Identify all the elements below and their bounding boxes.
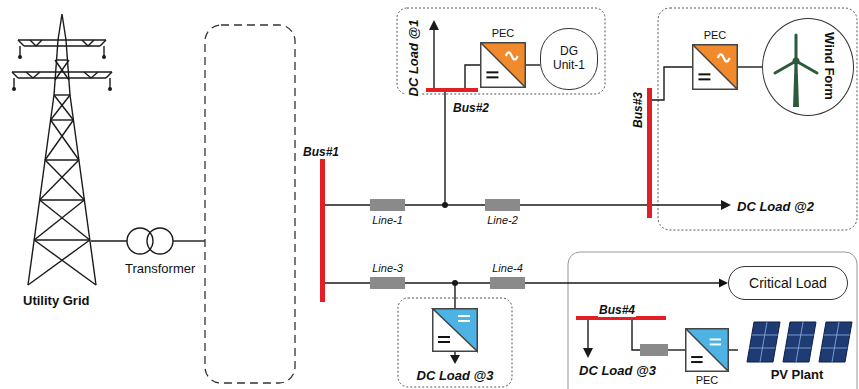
connector xyxy=(525,279,728,288)
generator-unit: DG Unit-1 xyxy=(540,28,598,90)
connector-line xyxy=(738,66,762,67)
connector-line xyxy=(405,204,485,205)
label-holder: DC Load @3 xyxy=(416,366,495,384)
dotted-group xyxy=(658,8,857,230)
arrowheads xyxy=(429,20,731,364)
connector xyxy=(405,283,490,284)
load-box: Critical Load xyxy=(728,266,848,300)
connector-line xyxy=(729,349,738,350)
connector xyxy=(405,205,485,206)
dc-dc-converter xyxy=(433,309,478,352)
bus-bars xyxy=(320,88,666,320)
load-label: DC Load @1 xyxy=(406,19,421,98)
ac-converter: PEC xyxy=(480,42,526,88)
converter-symbol xyxy=(692,44,738,90)
node-text: Line-3 xyxy=(372,262,403,275)
bus-label: Bus#1 xyxy=(302,145,340,159)
transformer-symbol xyxy=(91,228,205,254)
transmission-tower xyxy=(12,14,112,285)
bus-label: Bus#2 xyxy=(452,101,490,115)
load-label: DC Load @2 xyxy=(736,199,815,214)
arrowhead xyxy=(719,279,728,288)
node-text: PEC xyxy=(704,29,727,42)
connector xyxy=(729,350,738,351)
connector-line xyxy=(405,282,490,283)
converter-symbol xyxy=(685,328,729,372)
label-holder: DC Load @1 xyxy=(404,19,422,98)
connector-line xyxy=(526,64,540,65)
wind-turbine-icon xyxy=(763,19,855,117)
bus-label: Bus#4 xyxy=(598,303,636,317)
label-holder: Bus#3 xyxy=(628,91,646,129)
node-text: Line-2 xyxy=(487,214,518,227)
junction-dots xyxy=(442,202,458,286)
node-text: PV Plant xyxy=(771,368,824,383)
connector-line xyxy=(525,282,720,283)
load-label: DC Load @3 xyxy=(578,363,657,378)
dashed-enclosure xyxy=(205,25,295,383)
line-impedance: Line-2 xyxy=(485,199,520,211)
ac-converter: PEC xyxy=(692,44,738,90)
connector xyxy=(738,67,762,68)
node-text: Wind Form xyxy=(822,32,837,100)
load-label: DC Load @3 xyxy=(416,368,495,383)
grid-label: Utility Grid xyxy=(22,293,90,308)
dotted-group xyxy=(397,8,605,94)
label-holder: Transformer xyxy=(124,259,196,277)
node-text: Critical Load xyxy=(749,275,827,291)
label-holder: Bus#2 xyxy=(452,98,490,116)
label-holder: Utility Grid xyxy=(22,291,90,309)
insulators xyxy=(12,55,112,91)
label-holder: Bus#4 xyxy=(598,300,636,318)
dc-converter: PEC xyxy=(685,328,729,372)
transformer-label: Transformer xyxy=(124,261,196,276)
node-text: PEC xyxy=(492,27,515,40)
line-impedance: Line-1 xyxy=(370,199,405,211)
label-holder: DC Load @2 xyxy=(736,197,815,215)
line-impedance: Line-3 xyxy=(370,277,405,289)
label-holder: DC Load @3 xyxy=(578,361,657,379)
connector xyxy=(526,65,540,66)
bus-label: Bus#3 xyxy=(631,91,645,129)
node-text: Line-4 xyxy=(492,262,523,275)
node-text: PEC xyxy=(696,374,719,387)
wires xyxy=(325,29,722,357)
group-outline xyxy=(568,252,857,389)
pv-plant: PV Plant xyxy=(738,318,856,386)
label-holder: Bus#1 xyxy=(302,142,340,160)
node-text: Line-1 xyxy=(372,214,403,227)
line-impedance: Line-4 xyxy=(490,277,525,289)
converter-symbol xyxy=(480,42,526,88)
node-text: DG Unit-1 xyxy=(547,45,591,73)
wind-farm-circle: Wind Form xyxy=(762,18,854,116)
dotted-group xyxy=(398,298,512,387)
line-impedance xyxy=(640,344,668,356)
